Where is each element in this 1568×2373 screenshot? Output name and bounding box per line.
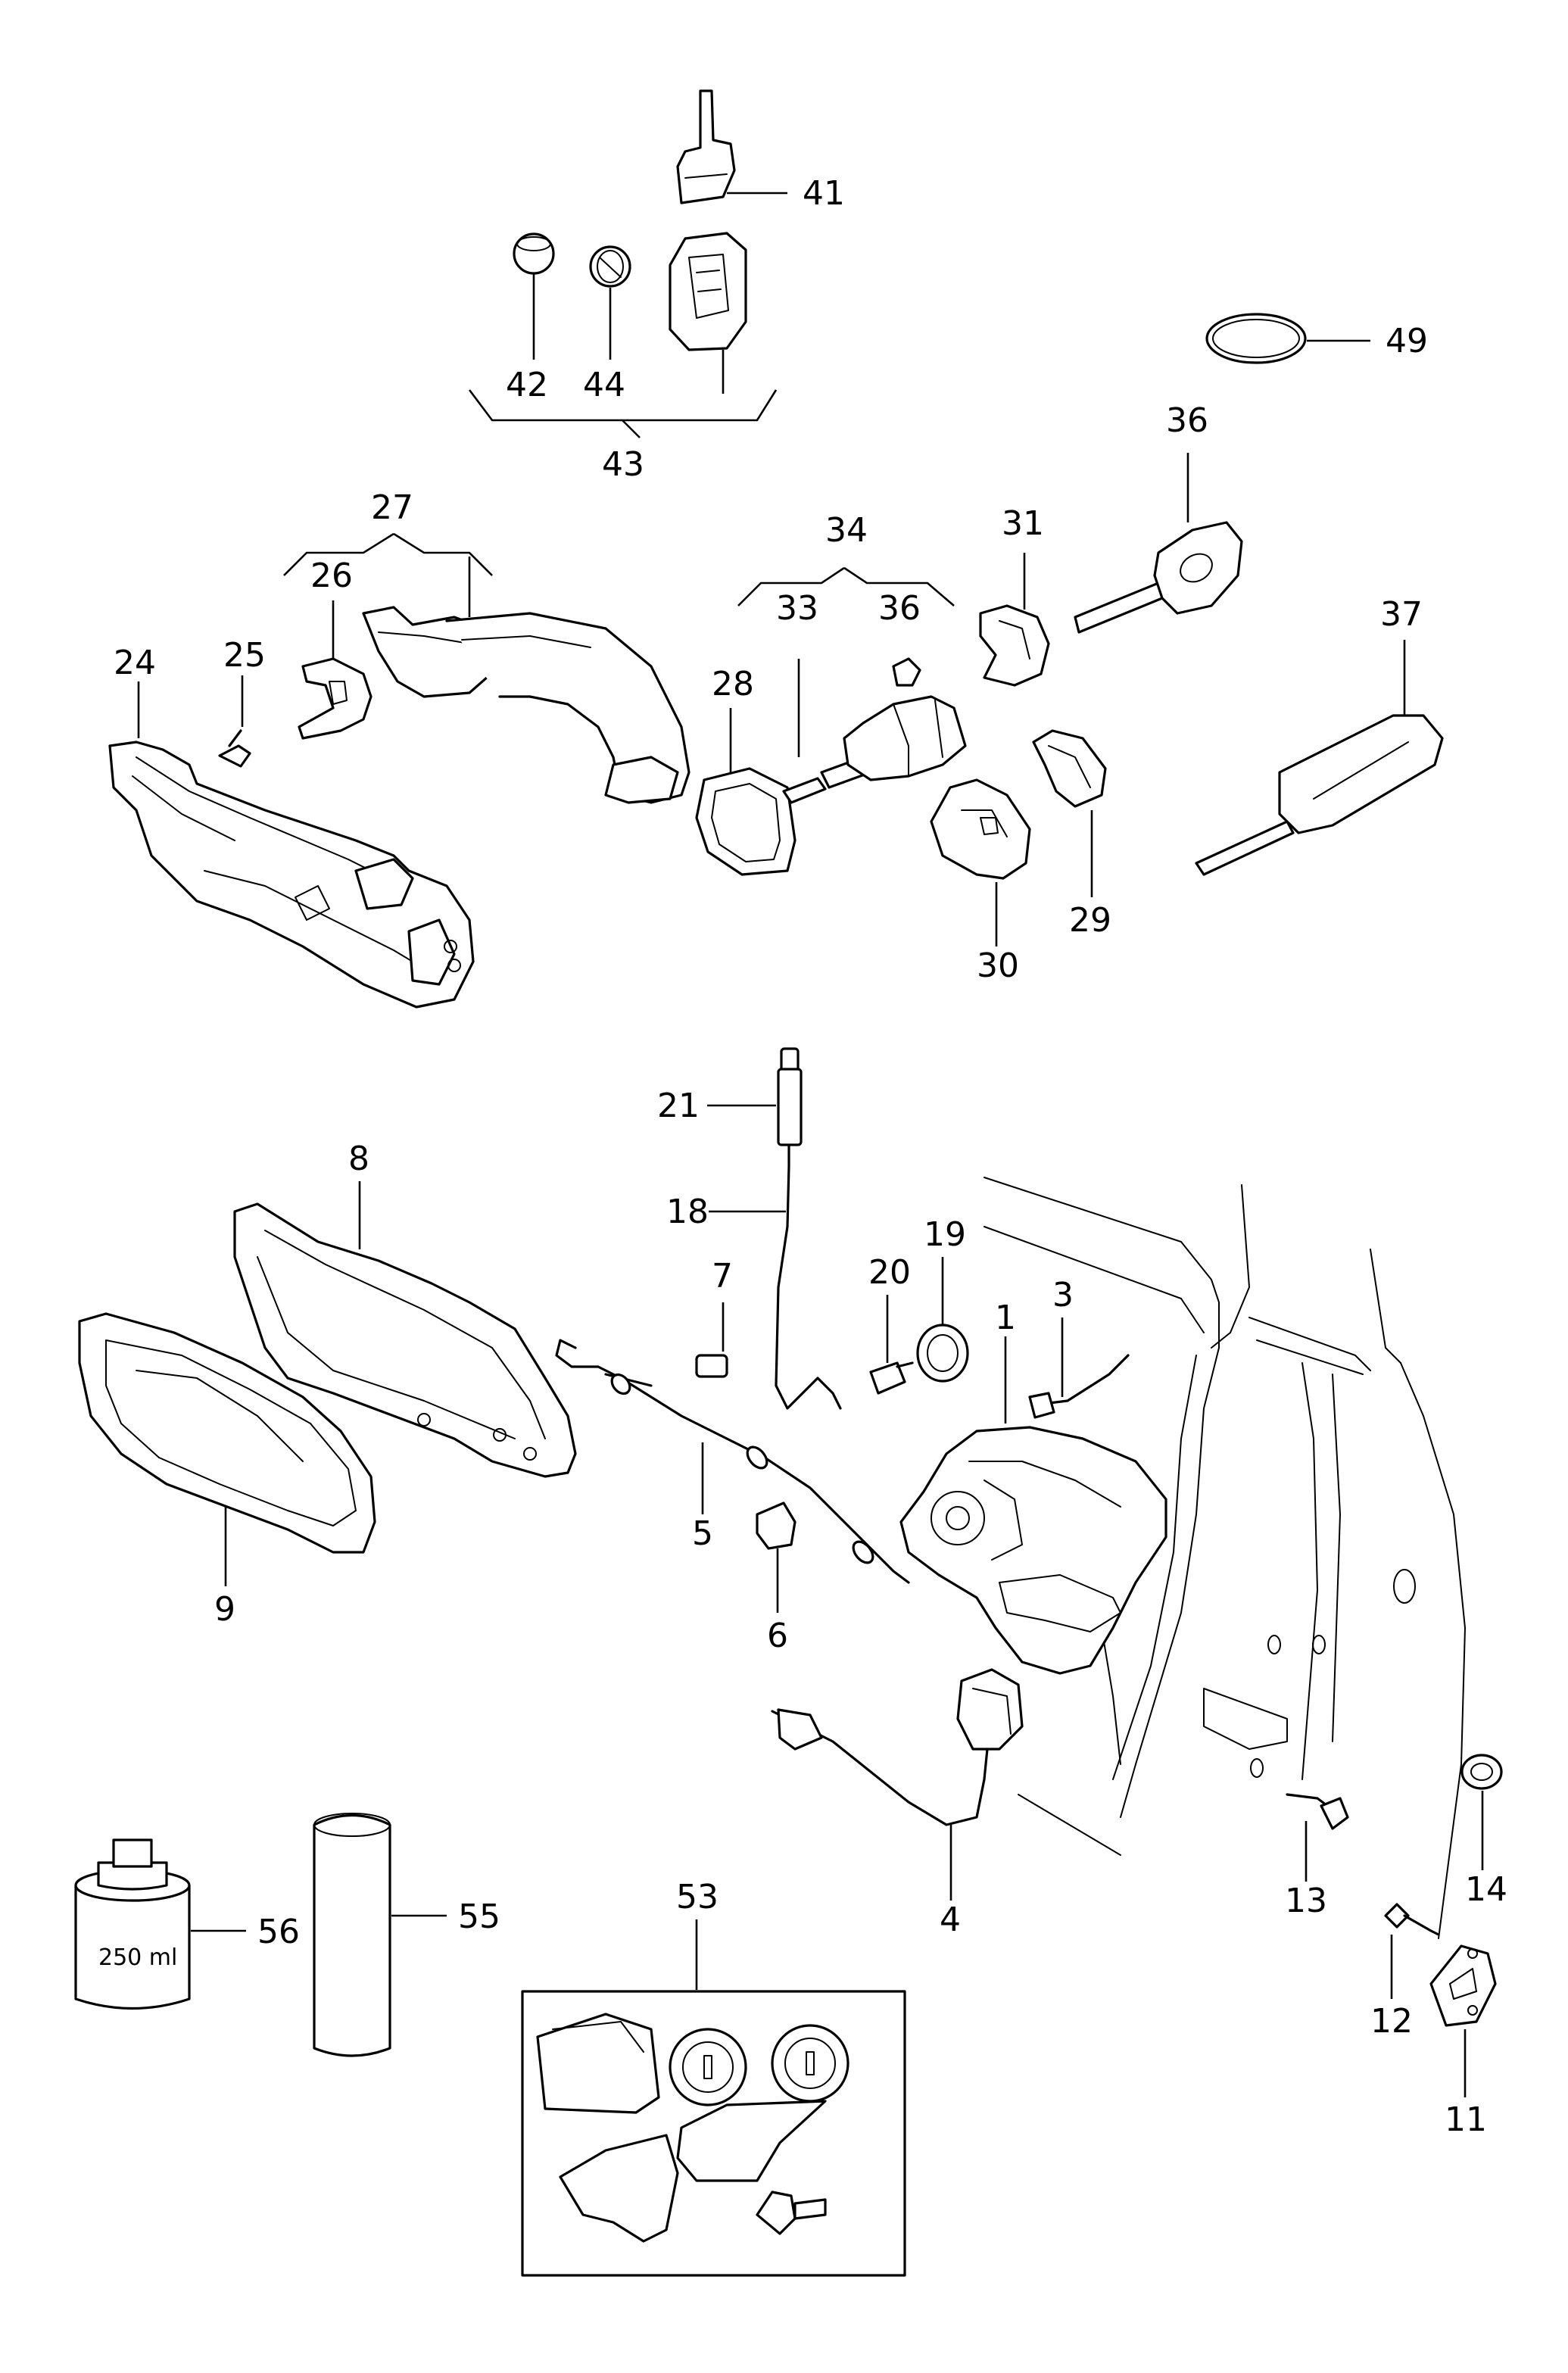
callout-42: 42 bbox=[506, 366, 548, 404]
door-structure bbox=[984, 1177, 1466, 1939]
callout-27: 27 bbox=[371, 488, 413, 527]
callout-36-cylinder: 36 bbox=[878, 589, 921, 628]
callout-4: 4 bbox=[940, 1901, 961, 1939]
grommet-20 bbox=[869, 1361, 914, 1395]
callout-56: 56 bbox=[257, 1913, 300, 1951]
callout-53: 53 bbox=[676, 1878, 719, 1916]
clip-7 bbox=[695, 1354, 728, 1378]
callout-19: 19 bbox=[924, 1215, 966, 1254]
bracket-29 bbox=[1032, 729, 1107, 808]
callout-9: 9 bbox=[214, 1590, 235, 1629]
seal-28 bbox=[695, 767, 796, 876]
callout-36-key: 36 bbox=[1166, 401, 1208, 440]
callout-43: 43 bbox=[602, 445, 644, 484]
flip-key-37 bbox=[1195, 714, 1444, 876]
handle-27 bbox=[362, 606, 690, 804]
repair-kit-box bbox=[521, 1990, 906, 2277]
callout-29: 29 bbox=[1069, 901, 1111, 940]
container-volume-label: 250 ml bbox=[98, 1944, 177, 1971]
harness-4 bbox=[771, 1668, 1024, 1826]
callout-7: 7 bbox=[712, 1257, 733, 1296]
callout-24: 24 bbox=[114, 644, 156, 682]
gasket-26 bbox=[298, 657, 373, 740]
callout-30: 30 bbox=[977, 946, 1019, 985]
o-ring bbox=[1205, 313, 1307, 364]
callout-5: 5 bbox=[692, 1514, 713, 1553]
clip-6 bbox=[756, 1501, 796, 1550]
callout-31: 31 bbox=[1002, 504, 1044, 543]
container-56: 250 ml bbox=[74, 1838, 191, 2010]
callout-37: 37 bbox=[1380, 595, 1423, 634]
callout-28: 28 bbox=[712, 665, 754, 703]
key-36 bbox=[1074, 521, 1243, 634]
callout-33: 33 bbox=[776, 589, 818, 628]
screw-25 bbox=[218, 729, 251, 768]
callout-44: 44 bbox=[583, 366, 625, 404]
wire-3 bbox=[1028, 1354, 1130, 1419]
callout-55: 55 bbox=[458, 1897, 500, 1936]
callout-18: 18 bbox=[666, 1193, 709, 1231]
callout-8: 8 bbox=[348, 1140, 369, 1178]
spray-can-55 bbox=[313, 1813, 391, 2057]
grommet-19 bbox=[916, 1324, 969, 1383]
callout-11: 11 bbox=[1445, 2100, 1487, 2139]
callout-21: 21 bbox=[657, 1087, 700, 1125]
trim-8 bbox=[233, 1202, 577, 1478]
trim-surround-9 bbox=[78, 1312, 376, 1554]
callout-13: 13 bbox=[1285, 1882, 1327, 1920]
callout-6: 6 bbox=[767, 1617, 788, 1655]
bolt-12 bbox=[1384, 1903, 1440, 1936]
callout-14: 14 bbox=[1465, 1870, 1507, 1909]
callout-20: 20 bbox=[868, 1253, 911, 1292]
callout-25: 25 bbox=[223, 636, 266, 675]
callout-12: 12 bbox=[1370, 2002, 1413, 2041]
housing-30 bbox=[930, 778, 1031, 880]
callout-1: 1 bbox=[995, 1299, 1016, 1337]
rod-18-21 bbox=[775, 1047, 842, 1410]
callout-49: 49 bbox=[1386, 322, 1428, 360]
callout-26: 26 bbox=[310, 557, 353, 595]
callout-41: 41 bbox=[803, 174, 845, 213]
bolt-13 bbox=[1286, 1793, 1349, 1830]
callout-34: 34 bbox=[825, 511, 868, 550]
cable-5 bbox=[555, 1339, 910, 1584]
callout-3: 3 bbox=[1052, 1276, 1074, 1314]
striker-11 bbox=[1429, 1944, 1497, 2027]
lever-31 bbox=[979, 604, 1050, 687]
key-transmitter-group bbox=[513, 89, 747, 351]
handle-base-24 bbox=[108, 741, 475, 1009]
repair-kit-contents bbox=[536, 2013, 849, 2243]
grommet-14 bbox=[1460, 1754, 1503, 1790]
door-lock-1 bbox=[899, 1426, 1167, 1675]
lock-cylinder-33 bbox=[782, 657, 967, 804]
